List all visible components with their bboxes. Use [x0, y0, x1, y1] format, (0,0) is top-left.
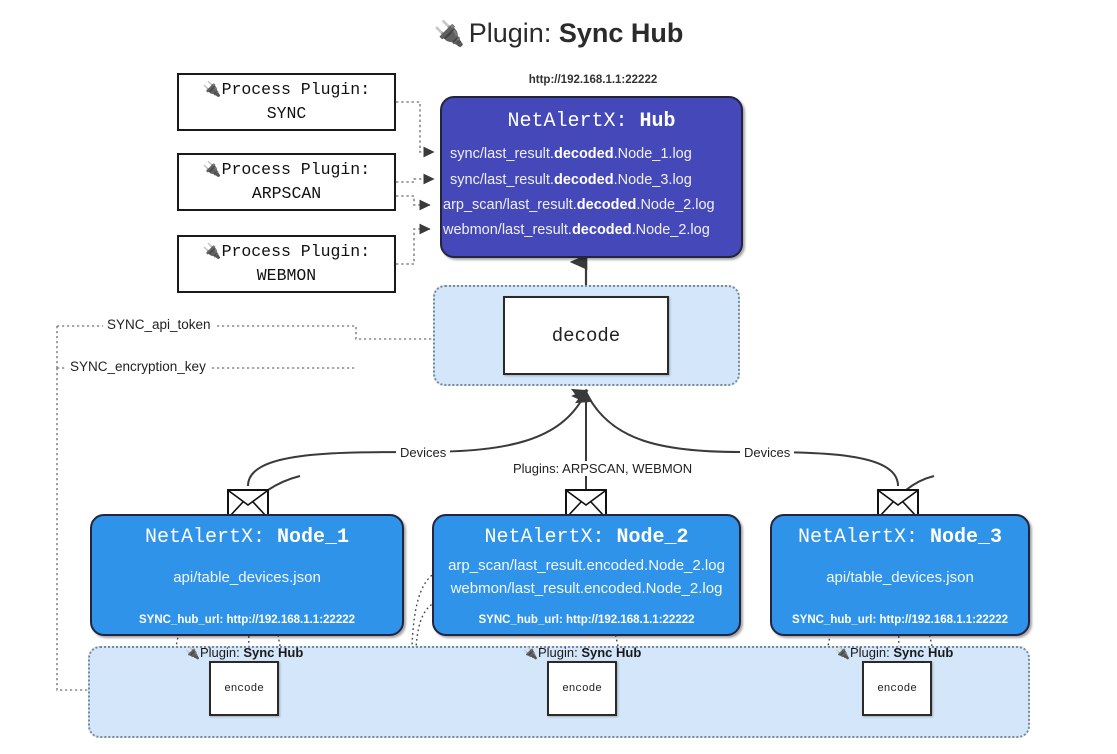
process-plugin-label: Process Plugin:	[221, 242, 371, 262]
node-app-label: NetAlertX:	[484, 526, 605, 549]
encoder-plugin-label-1: 🔌Plugin: Sync Hub	[185, 645, 304, 660]
node-box-1[interactable]: NetAlertX: Node_1 api/table_devices.json…	[90, 514, 404, 636]
edge-label-devices-left: Devices	[396, 445, 451, 460]
hub-box[interactable]: NetAlertX: Hub sync/last_result.decoded.…	[440, 96, 743, 258]
plug-icon: 🔌	[202, 161, 222, 179]
node-box-3[interactable]: NetAlertX: Node_3 api/table_devices.json…	[770, 514, 1030, 636]
edge-label-devices-right: Devices	[740, 445, 795, 460]
process-plugin-name: SYNC	[266, 104, 307, 123]
secret-label-api-token: SYNC_api_token	[103, 317, 215, 332]
process-plugin-label: Process Plugin:	[221, 80, 371, 100]
hub-app-label: NetAlertX:	[507, 110, 628, 133]
encode-box-3[interactable]: encode	[862, 661, 932, 716]
hub-url-label: http://192.168.1.1:22222	[528, 74, 658, 86]
node-hub-url-label: SYNC_hub_url: http://192.168.1.1:22222	[791, 614, 1009, 626]
node-resource-line: api/table_devices.json	[826, 569, 974, 586]
node-name-label: Node_1	[277, 526, 350, 549]
encode-box-2[interactable]: encode	[547, 661, 617, 716]
title-prefix: Plugin:	[468, 18, 552, 48]
hub-log-line: sync/last_result.decoded.Node_1.log	[450, 146, 692, 162]
node-app-label: NetAlertX:	[797, 526, 918, 549]
hub-log-line: webmon/last_result.decoded.Node_2.log	[443, 222, 710, 238]
process-plugin-name: WEBMON	[256, 266, 317, 285]
encoder-plugin-label-3: 🔌Plugin: Sync Hub	[835, 645, 954, 660]
node-resource-line: webmon/last_result.encoded.Node_2.log	[450, 580, 723, 597]
node-title: NetAlertX: Node_3	[772, 526, 1028, 549]
hub-log-line: arp_scan/last_result.decoded.Node_2.log	[443, 197, 715, 213]
process-plugin-name: ARPSCAN	[251, 184, 322, 203]
node-resource-line: arp_scan/last_result.encoded.Node_2.log	[448, 557, 725, 574]
edge-label-plugins: Plugins: ARPSCAN, WEBMON	[509, 461, 697, 476]
plug-icon: 🔌	[202, 243, 222, 261]
process-plugin-label: Process Plugin:	[221, 160, 371, 180]
process-plugin-arpscan[interactable]: 🔌Process Plugin: ARPSCAN	[177, 153, 396, 211]
node-title: NetAlertX: Node_1	[92, 526, 402, 549]
encode-box-1[interactable]: encode	[209, 661, 279, 716]
plug-icon: 🔌	[523, 646, 538, 660]
node-app-label: NetAlertX:	[144, 526, 265, 549]
secret-label-encryption-key: SYNC_encryption_key	[66, 359, 210, 374]
plug-icon: 🔌	[202, 81, 222, 99]
node-hub-url-label: SYNC_hub_url: http://192.168.1.1:22222	[478, 614, 695, 626]
encoder-plugin-label-2: 🔌Plugin: Sync Hub	[523, 645, 642, 660]
hub-name-label: Hub	[639, 110, 676, 133]
hub-title: NetAlertX: Hub	[442, 110, 741, 133]
process-plugin-webmon[interactable]: 🔌Process Plugin: WEBMON	[177, 235, 396, 293]
plug-icon: 🔌	[185, 646, 200, 660]
node-hub-url-label: SYNC_hub_url: http://192.168.1.1:22222	[138, 614, 356, 626]
page-title: 🔌Plugin: Sync Hub	[0, 18, 1117, 49]
node-title: NetAlertX: Node_2	[434, 526, 739, 549]
title-name: Sync Hub	[558, 18, 684, 48]
plug-icon: 🔌	[835, 646, 850, 660]
node-name-label: Node_3	[930, 526, 1003, 549]
node-name-label: Node_2	[616, 526, 689, 549]
hub-log-line: sync/last_result.decoded.Node_3.log	[450, 172, 692, 188]
decode-box[interactable]: decode	[503, 296, 669, 375]
node-resource-line: api/table_devices.json	[173, 569, 321, 586]
node-box-2[interactable]: NetAlertX: Node_2 arp_scan/last_result.e…	[432, 514, 741, 636]
process-plugin-sync[interactable]: 🔌Process Plugin: SYNC	[177, 73, 396, 131]
plug-icon: 🔌	[433, 20, 465, 48]
